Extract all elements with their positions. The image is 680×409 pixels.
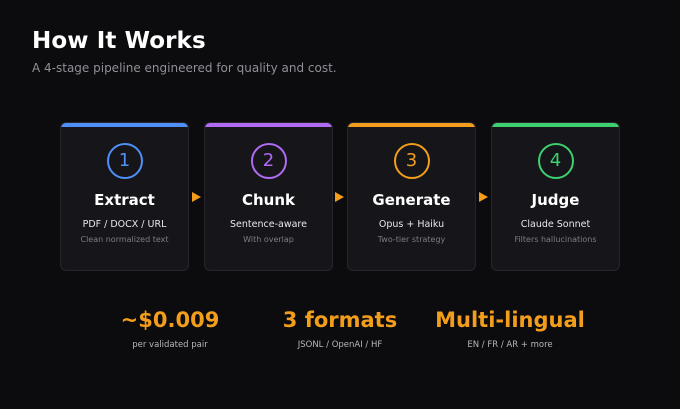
stage-description: Claude Sonnet	[520, 219, 591, 230]
stage-color-bar	[492, 123, 619, 127]
stage-note: With overlap	[243, 235, 294, 244]
stat-formats: 3 formats JSONL / OpenAI / HF	[255, 308, 425, 350]
stage-number-badge: 1	[106, 143, 143, 179]
page-title: How It Works	[32, 28, 206, 54]
stage-color-bar	[61, 123, 188, 127]
stage-color-bar	[348, 123, 475, 127]
stage-name: Judge	[531, 191, 580, 209]
stat-label: per validated pair	[132, 340, 208, 350]
stage-number-badge: 2	[250, 143, 287, 179]
stage-description: PDF / DOCX / URL	[82, 219, 167, 230]
stat-value: Multi-lingual	[435, 308, 585, 332]
arrow-right-icon	[192, 192, 201, 202]
stage-card-generate: 3 Generate Opus + Haiku Two-tier strateg…	[347, 122, 476, 271]
stage-card-chunk: 2 Chunk Sentence-aware With overlap	[204, 122, 333, 271]
stat-languages: Multi-lingual EN / FR / AR + more	[425, 308, 595, 350]
stat-label: EN / FR / AR + more	[467, 340, 553, 350]
stage-note: Filters hallucinations	[514, 235, 597, 244]
stage-card-judge: 4 Judge Claude Sonnet Filters hallucinat…	[491, 122, 620, 271]
stat-value: 3 formats	[282, 308, 398, 332]
pipeline: 1 Extract PDF / DOCX / URL Clean normali…	[60, 122, 620, 272]
stage-note: Two-tier strategy	[377, 235, 446, 244]
page-subtitle: A 4-stage pipeline engineered for qualit…	[32, 61, 337, 75]
arrow-right-icon	[335, 192, 344, 202]
arrow-right-icon	[479, 192, 488, 202]
stat-label: JSONL / OpenAI / HF	[297, 340, 383, 350]
stage-number-badge: 3	[393, 143, 430, 179]
stat-cost: ~$0.009 per validated pair	[85, 308, 255, 350]
stage-description: Opus + Haiku	[378, 219, 445, 230]
stage-card-extract: 1 Extract PDF / DOCX / URL Clean normali…	[60, 122, 189, 271]
stat-value: ~$0.009	[120, 308, 220, 332]
stage-note: Clean normalized text	[80, 235, 169, 244]
stage-number-badge: 4	[537, 143, 574, 179]
stage-name: Extract	[94, 191, 155, 209]
stage-name: Generate	[372, 191, 451, 209]
stage-color-bar	[205, 123, 332, 127]
stage-name: Chunk	[241, 191, 296, 209]
stage-description: Sentence-aware	[230, 219, 307, 230]
